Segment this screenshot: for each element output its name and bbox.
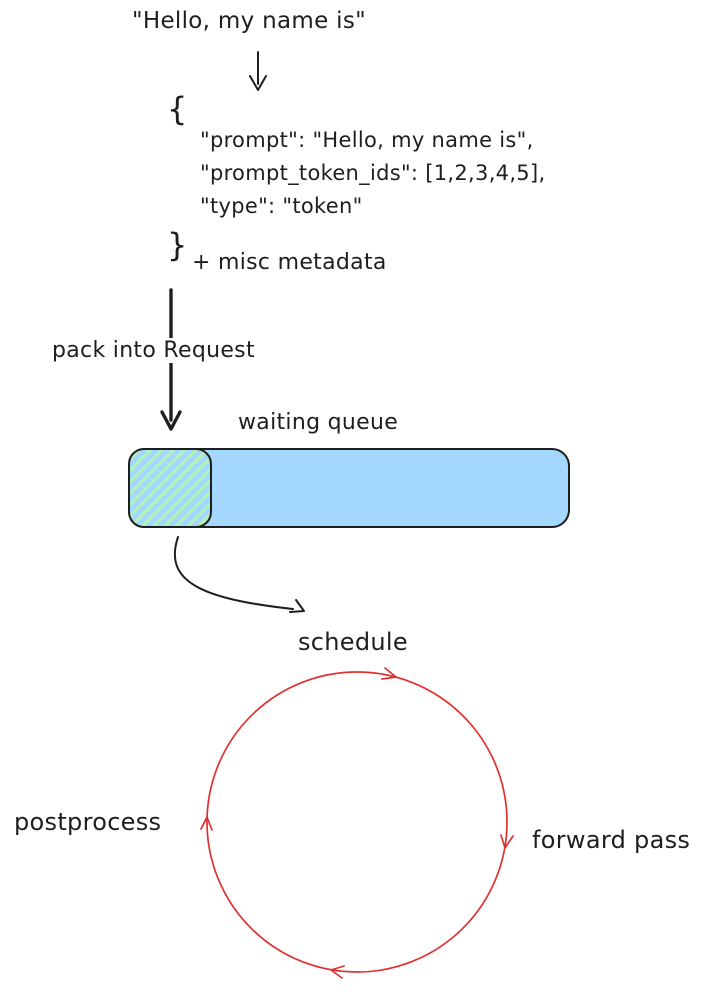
misc-metadata-note: + misc metadata [192, 250, 387, 275]
json-line-type: "type": "token" [200, 194, 363, 218]
postprocess-label: postprocess [14, 808, 162, 836]
json-close-brace: } [167, 226, 188, 264]
input-text: "Hello, my name is" [132, 8, 367, 34]
down-arrow-icon [249, 51, 267, 91]
waiting-queue-label: waiting queue [238, 410, 399, 435]
json-line-prompt: "prompt": "Hello, my name is", [200, 128, 534, 152]
scheduled-request-segment [128, 448, 212, 528]
forward-pass-label: forward pass [532, 826, 691, 854]
request-json-block: "prompt": "Hello, my name is", "prompt_t… [200, 124, 545, 223]
engine-loop-circle [200, 667, 514, 979]
dequeue-curved-arrow-icon [173, 536, 305, 613]
schedule-label: schedule [298, 628, 408, 656]
pack-into-request-label: pack into Request [48, 338, 259, 363]
json-line-prompt-token-ids: "prompt_token_ids": [1,2,3,4,5], [200, 161, 546, 185]
json-open-brace: { [167, 90, 188, 128]
